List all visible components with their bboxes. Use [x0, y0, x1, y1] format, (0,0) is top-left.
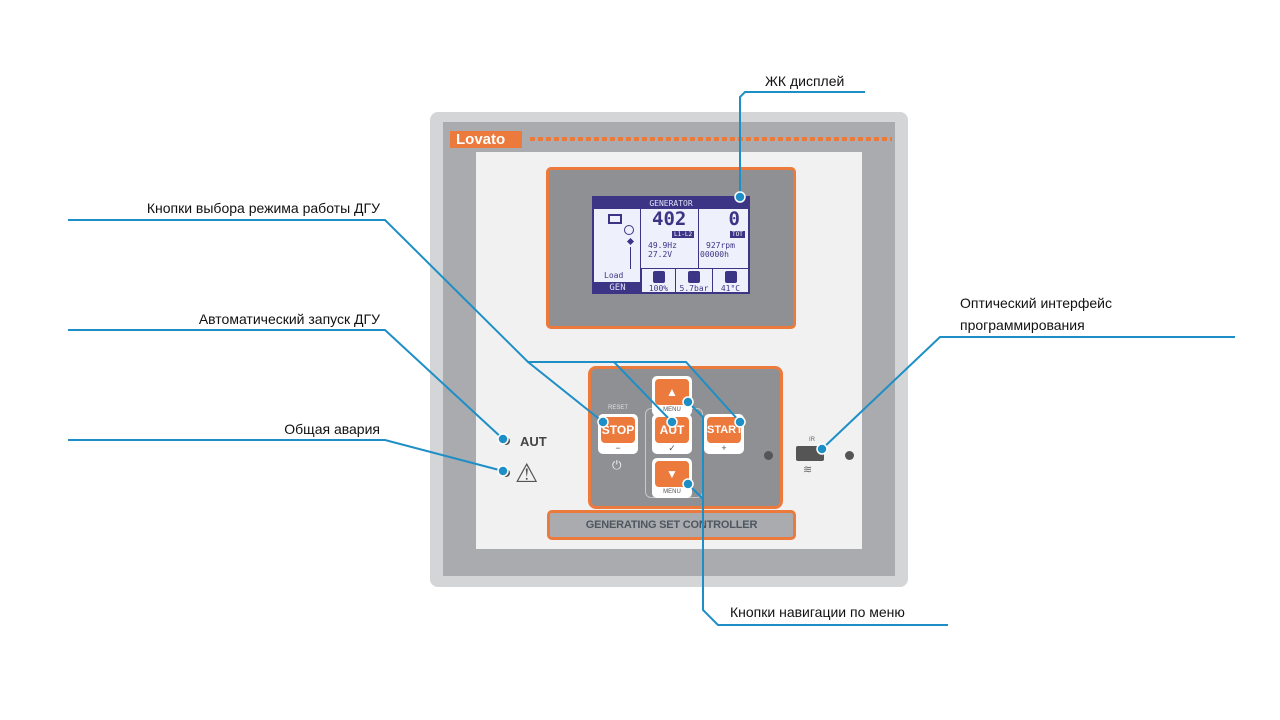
- minus-label: −: [615, 443, 621, 453]
- leader-optical: [821, 336, 1235, 450]
- alarm-icon: ⚠: [515, 458, 539, 488]
- lcd-diagram-area: Load: [594, 209, 641, 282]
- dot-start: [734, 416, 746, 428]
- frequency-value: 49.9Hz: [648, 241, 677, 250]
- aut-button[interactable]: AUT✓: [652, 414, 692, 454]
- check-icon: ✓: [668, 443, 676, 453]
- lcd-housing: [546, 167, 796, 329]
- stop-label: STOP: [601, 417, 635, 443]
- reset-label: RESET: [608, 405, 629, 411]
- lcd-divider: [698, 209, 699, 268]
- lcd-header: GENERATOR: [594, 198, 748, 209]
- menu-label: MENU: [663, 489, 681, 495]
- lcd-display: GENERATOR Load 402 0 L1-L2 TOT 49.9Hz 27…: [592, 196, 750, 294]
- screw-hole: [845, 451, 854, 460]
- leader-lcd: [739, 91, 865, 197]
- start-button[interactable]: START+: [704, 414, 744, 454]
- callout-optical-line1: Оптический интерфейс: [960, 295, 1112, 311]
- leader-stop: [527, 361, 604, 423]
- power-icon: ⏻: [612, 458, 622, 472]
- leader-auto-start: [68, 329, 504, 440]
- oil-cell: 5.7bar: [675, 268, 712, 294]
- hours-value: 00000h: [700, 250, 729, 259]
- dot-optical: [816, 443, 828, 455]
- dot-up: [682, 396, 694, 408]
- leader-alarm: [68, 439, 504, 472]
- nameplate: GENERATING SET CONTROLLER: [547, 510, 796, 540]
- callout-auto-start: Автоматический запуск ДГУ: [198, 311, 380, 327]
- temperature-icon: [724, 271, 737, 283]
- mode-indicator: GEN: [594, 282, 641, 294]
- aut-label: AUT: [655, 417, 689, 443]
- dot-down: [682, 478, 694, 490]
- load-label: Load: [604, 271, 624, 280]
- callout-general-alarm: Общая авария: [284, 421, 380, 437]
- leader-aut: [613, 361, 673, 423]
- start-label: START: [707, 417, 743, 443]
- dot-alarm-led: [497, 465, 509, 477]
- leader-nav: [687, 401, 948, 626]
- rpm-value: 927rpm: [706, 241, 735, 250]
- callout-optical-line2: программирования: [960, 317, 1085, 333]
- down-button[interactable]: ▼MENU: [652, 458, 692, 498]
- fuel-cell: 100%: [641, 268, 675, 294]
- dot-aut: [666, 416, 678, 428]
- plus-label: +: [721, 443, 727, 453]
- screw-hole: [764, 451, 773, 460]
- menu-label: MENU: [663, 407, 681, 413]
- generator-icon: [624, 225, 634, 235]
- aut-led-label: AUT: [520, 434, 547, 449]
- temp-cell: 41°C: [712, 268, 748, 294]
- engine-icon: [608, 214, 622, 224]
- fuel-value: 100%: [648, 284, 669, 293]
- current-value: 0: [728, 208, 740, 230]
- callout-lcd: ЖК дисплей: [765, 73, 845, 89]
- decorative-dots: [530, 137, 892, 141]
- temperature-value: 41°C: [720, 284, 741, 293]
- line-icon: [630, 247, 631, 269]
- up-button[interactable]: ▲ MENU: [652, 376, 692, 416]
- callout-menu-nav: Кнопки навигации по меню: [730, 604, 905, 620]
- ir-label: IR: [809, 437, 815, 443]
- battery-value: 27.2V: [648, 250, 673, 259]
- brand-logo: Lovato: [450, 131, 522, 148]
- dot-stop: [597, 416, 609, 428]
- leader-mode: [68, 219, 741, 423]
- dot-lcd: [734, 191, 746, 203]
- oil-pressure-icon: [688, 271, 700, 283]
- wireless-icon: ≋: [803, 464, 813, 476]
- fuel-icon: [652, 271, 665, 283]
- callout-mode-buttons: Кнопки выбора режима работы ДГУ: [146, 200, 380, 216]
- total-badge: TOT: [730, 231, 745, 238]
- up-arrow-icon: ▲: [655, 379, 689, 405]
- dot-aut-led: [497, 433, 509, 445]
- oil-pressure-value: 5.7bar: [679, 284, 709, 293]
- phase-badge: L1-L2: [672, 231, 695, 238]
- voltage-value: 402: [652, 208, 687, 230]
